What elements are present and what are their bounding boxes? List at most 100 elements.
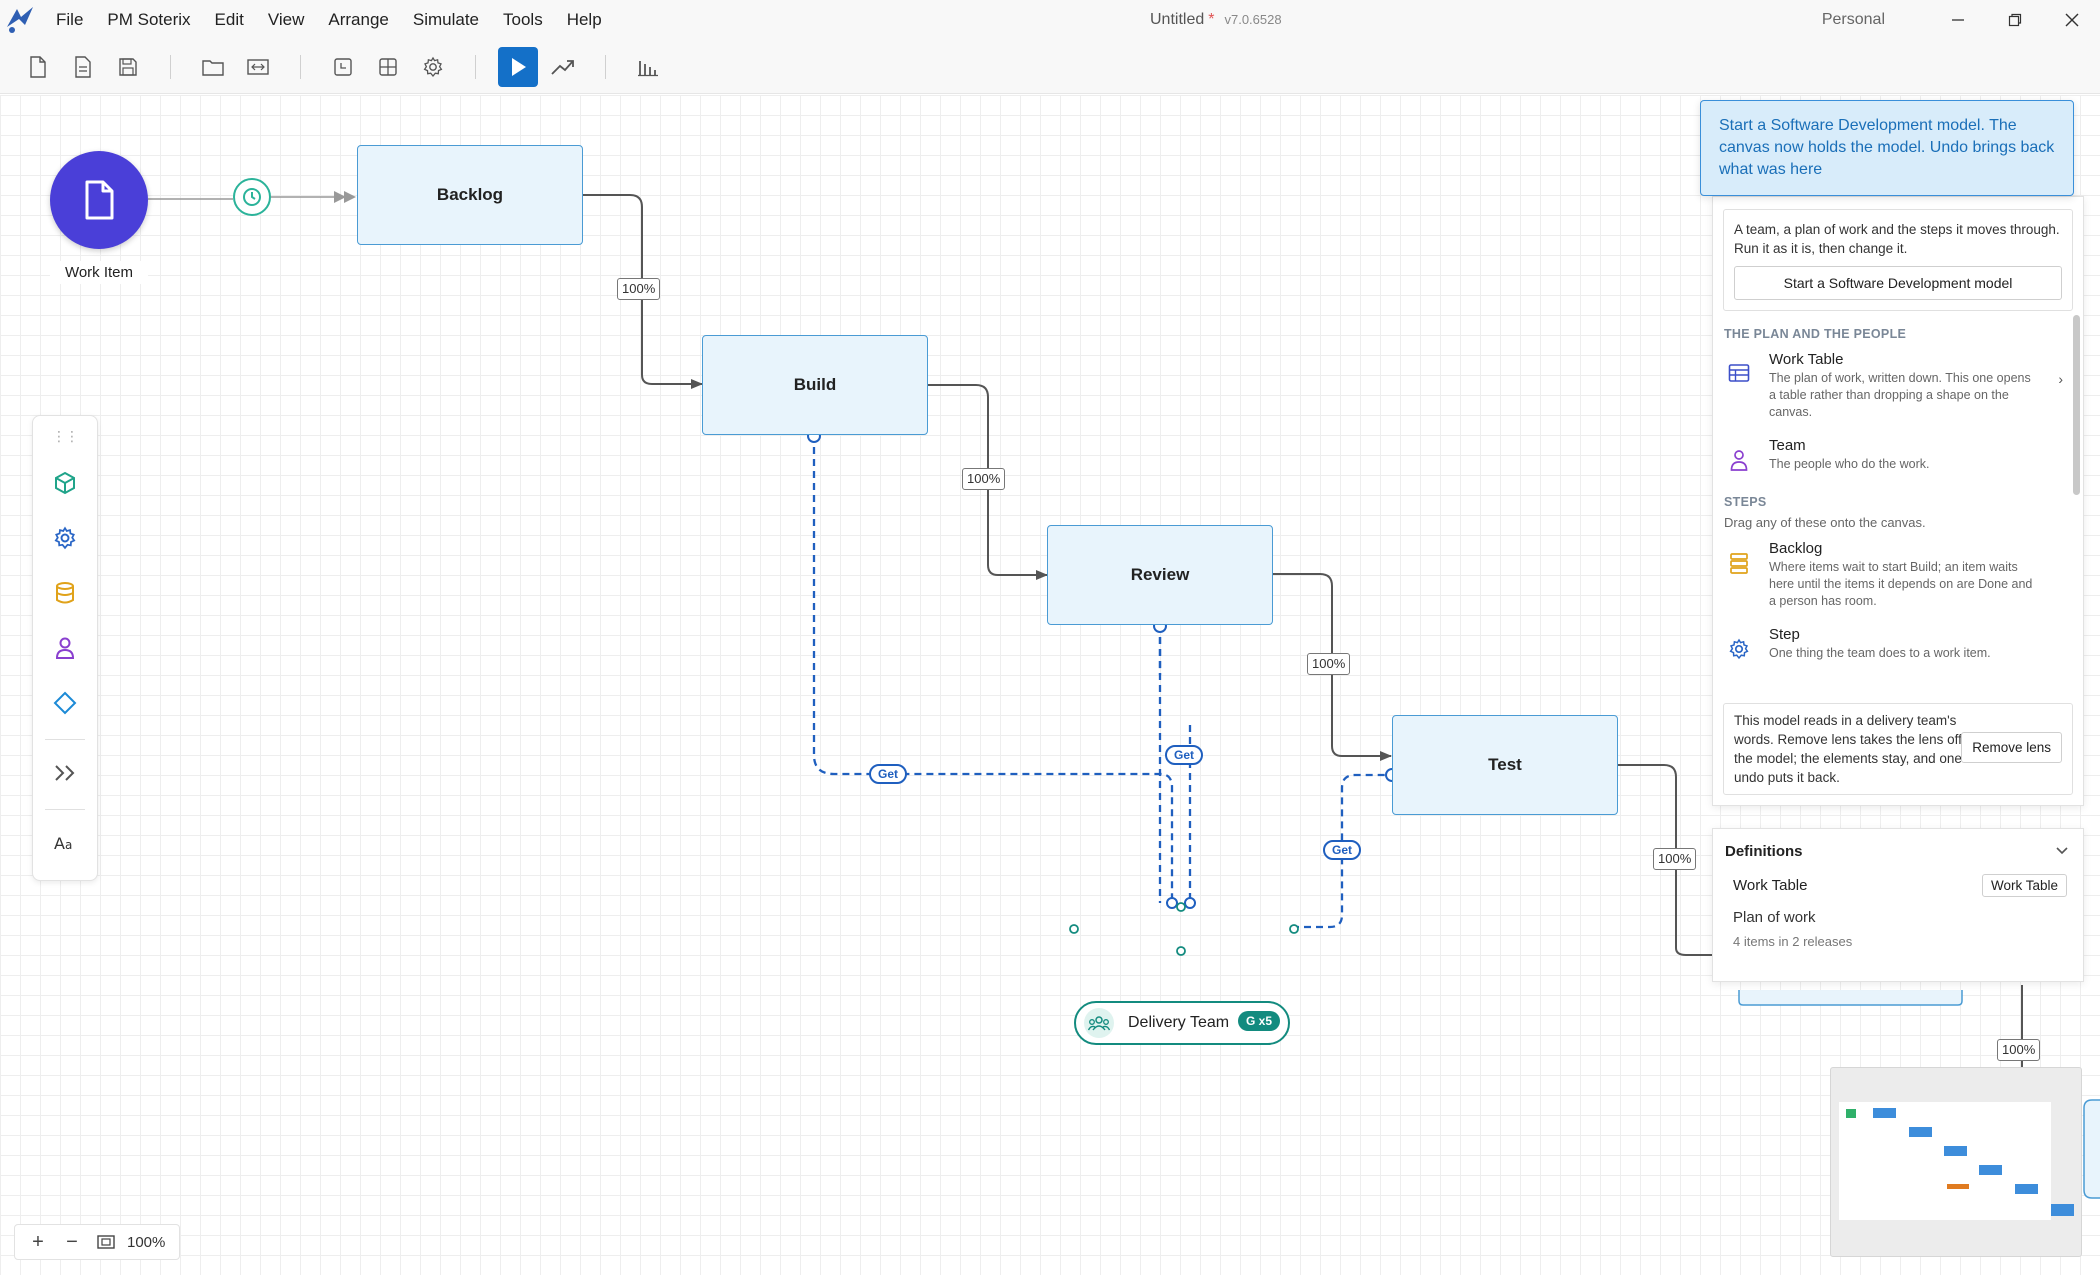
chevron-down-icon[interactable] — [2055, 843, 2069, 859]
gear-icon[interactable] — [413, 47, 453, 87]
document-title: Untitled*v7.0.6528 — [1150, 0, 1282, 40]
backlog-title: Backlog — [1769, 540, 1823, 557]
definition-type-tag[interactable]: Work Table — [1981, 874, 2067, 897]
team-title: Team — [1769, 437, 1806, 454]
definition-count: 4 items in 2 releases — [1733, 934, 1853, 949]
workspace-label[interactable]: Personal — [1821, 11, 1885, 28]
database-icon[interactable] — [43, 571, 87, 615]
minimap-viewport[interactable] — [1839, 1102, 2051, 1220]
source-connection[interactable] — [148, 191, 356, 203]
work-table-desc: The plan of work, written down. This one… — [1769, 371, 2031, 419]
partial-node-edge-right — [2083, 1099, 2100, 1199]
notification-toast: Start a Software Development model. The … — [1700, 100, 2074, 196]
node-test[interactable]: Test — [1392, 715, 1618, 815]
app-logo-icon — [0, 0, 40, 40]
palette-divider — [45, 809, 85, 810]
definition-row[interactable]: Work Table Work Table — [1725, 874, 2071, 897]
step-gear-icon[interactable] — [43, 516, 87, 560]
title-bar: File PM Soterix Edit View Arrange Simula… — [0, 0, 2100, 40]
panel-item-work-table[interactable]: Work Table The plan of work, written dow… — [1713, 341, 2083, 427]
expand-chevrons-icon[interactable] — [43, 751, 87, 795]
definition-plan: Plan of work — [1733, 909, 1816, 926]
toolbar-divider — [300, 54, 301, 79]
save-icon[interactable] — [108, 47, 148, 87]
team-size-badge: G x5 — [1237, 1011, 1280, 1031]
minimize-icon[interactable] — [1929, 0, 1986, 40]
menu-file[interactable]: File — [56, 10, 84, 29]
arrival-timer-icon[interactable] — [233, 178, 271, 216]
decision-diamond-icon[interactable] — [43, 681, 87, 725]
team-handles[interactable] — [1069, 902, 1299, 956]
section-heading-plan: THE PLAN AND THE PEOPLE — [1724, 327, 1907, 341]
fit-view-icon[interactable] — [89, 1225, 123, 1259]
minimap[interactable] — [1830, 1067, 2082, 1257]
flow-percent-label[interactable]: 100% — [1997, 1039, 2041, 1061]
definitions-panel: Definitions Work Table Work Table Plan o… — [1712, 828, 2084, 982]
panel-item-team[interactable]: Team The people who do the work. — [1713, 427, 2083, 479]
new-file-icon[interactable] — [18, 47, 58, 87]
lens-text: This model reads in a delivery team's wo… — [1734, 713, 1962, 785]
flow-percent-label[interactable]: 100% — [1307, 653, 1351, 675]
run-simulation-button[interactable] — [498, 46, 538, 87]
menu-tools[interactable]: Tools — [503, 10, 543, 29]
backlog-stack-icon — [1725, 552, 1753, 610]
start-model-button[interactable]: Start a Software Development model — [1734, 266, 2062, 300]
node-build[interactable]: Build — [702, 335, 928, 435]
cube-icon[interactable] — [43, 461, 87, 505]
panel-item-backlog[interactable]: Backlog Where items wait to start Build;… — [1713, 530, 2083, 616]
team-group-icon — [1084, 1008, 1114, 1038]
get-link-label[interactable]: Get — [869, 764, 908, 784]
open-folder-icon[interactable] — [193, 47, 233, 87]
zoom-out-icon[interactable]: − — [66, 1230, 78, 1253]
minimap-overflow — [2051, 1204, 2074, 1216]
partial-node-edge — [1738, 990, 1963, 1006]
flow-percent-label[interactable]: 100% — [1653, 848, 1697, 870]
team-resource-links[interactable] — [812, 435, 1391, 929]
fit-width-icon[interactable] — [238, 47, 278, 87]
steps-subtitle: Drag any of these onto the canvas. — [1724, 515, 1926, 530]
trend-chart-icon[interactable] — [543, 47, 583, 87]
unsaved-indicator: * — [1208, 11, 1215, 28]
menu-edit[interactable]: Edit — [214, 10, 244, 29]
chevron-right-icon[interactable]: › — [2058, 371, 2063, 387]
menu-view[interactable]: View — [267, 10, 305, 29]
person-icon[interactable] — [43, 626, 87, 670]
minimap-content — [1846, 1108, 2038, 1194]
restore-icon[interactable] — [1986, 0, 2043, 40]
toolbar-divider — [170, 54, 171, 79]
zoom-in-icon[interactable]: + — [32, 1230, 44, 1253]
team-label: Delivery Team — [1128, 1014, 1230, 1031]
drag-handle-icon[interactable]: ⋮⋮ — [52, 428, 79, 444]
work-item-label: Work Item — [50, 261, 148, 284]
menu-simulate[interactable]: Simulate — [412, 10, 480, 29]
close-icon[interactable] — [2043, 0, 2100, 40]
document-icon[interactable] — [63, 47, 103, 87]
remove-lens-button[interactable]: Remove lens — [1961, 732, 2062, 763]
zoom-level: 100% — [127, 1233, 166, 1251]
get-link-label[interactable]: Get — [1323, 840, 1362, 860]
node-backlog[interactable]: Backlog — [357, 145, 583, 245]
step-title: Step — [1769, 626, 1800, 643]
panel-scrollbar[interactable] — [2073, 315, 2080, 495]
delivery-team-node[interactable]: Delivery Team G x5 — [1074, 1001, 1290, 1045]
menu-pm-soterix[interactable]: PM Soterix — [107, 10, 191, 29]
menu-help[interactable]: Help — [566, 10, 602, 29]
flow-percent-label[interactable]: 100% — [962, 468, 1006, 490]
backlog-desc: Where items wait to start Build; an item… — [1769, 560, 2033, 608]
work-table-title: Work Table — [1769, 351, 1844, 368]
panel-item-step[interactable]: Step One thing the team does to a work i… — [1713, 616, 2083, 668]
menu-arrange[interactable]: Arrange — [328, 10, 389, 29]
work-item-source[interactable] — [50, 151, 148, 249]
flow-percent-label[interactable]: 100% — [617, 278, 661, 300]
get-link-label[interactable]: Get — [1165, 745, 1204, 765]
section-heading-steps: STEPS — [1724, 495, 1767, 509]
version-label: v7.0.6528 — [1224, 12, 1282, 27]
svg-text:a: a — [65, 838, 72, 852]
grid-icon[interactable] — [368, 47, 408, 87]
zoom-controls: + − 100% — [14, 1224, 181, 1260]
clock-icon[interactable] — [323, 47, 363, 87]
bar-chart-icon[interactable] — [628, 47, 668, 87]
node-review[interactable]: Review — [1047, 525, 1273, 625]
menu-bar: File PM Soterix Edit View Arrange Simula… — [44, 0, 614, 40]
